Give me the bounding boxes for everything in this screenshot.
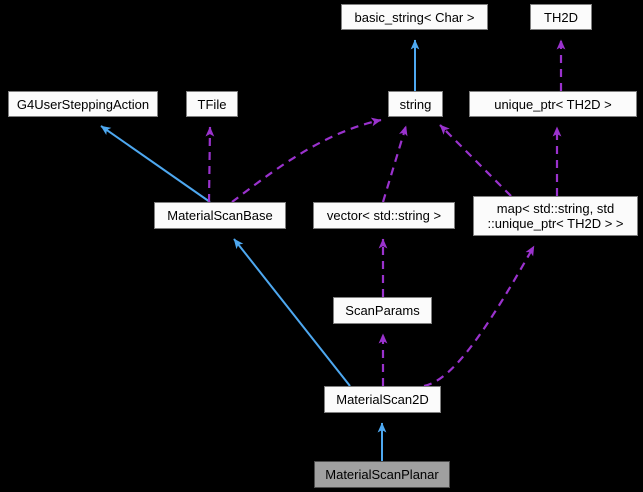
class-node-label: vector< std::string > bbox=[326, 208, 442, 223]
class-node-label: TH2D bbox=[544, 9, 578, 25]
class-node-g4usersteppingaction[interactable]: G4UserSteppingAction bbox=[8, 91, 158, 117]
class-node-vector-std-string[interactable]: vector< std::string > bbox=[313, 202, 455, 229]
class-node-materialscan2d[interactable]: MaterialScan2D bbox=[324, 386, 441, 413]
edge-materialscan2d-to-map bbox=[423, 245, 535, 388]
class-node-tfile[interactable]: TFile bbox=[186, 91, 238, 117]
class-node-label: map< std::string, std ::unique_ptr< TH2D… bbox=[487, 201, 624, 231]
edge-materialscanbase-to-tfile bbox=[205, 126, 215, 203]
class-node-label: unique_ptr< TH2D > bbox=[494, 96, 612, 112]
class-node-label: TFile bbox=[197, 96, 227, 112]
class-node-string[interactable]: string bbox=[388, 91, 443, 117]
class-node-label: ScanParams bbox=[345, 303, 420, 318]
class-node-materialscanplanar[interactable]: MaterialScanPlanar bbox=[314, 461, 450, 488]
class-node-label: MaterialScanPlanar bbox=[325, 467, 439, 482]
edge-vector-string-to-string bbox=[381, 125, 408, 203]
class-node-label: MaterialScanBase bbox=[167, 208, 273, 223]
class-node-unique-ptr-th2d[interactable]: unique_ptr< TH2D > bbox=[469, 91, 637, 117]
class-node-map-string-unique-ptr-th2d[interactable]: map< std::string, std ::unique_ptr< TH2D… bbox=[473, 196, 638, 236]
edge-map-to-string bbox=[439, 124, 512, 197]
class-node-materialscanbase[interactable]: MaterialScanBase bbox=[154, 202, 286, 229]
class-node-label: basic_string< Char > bbox=[354, 9, 475, 25]
class-node-basic-string[interactable]: basic_string< Char > bbox=[341, 4, 488, 30]
class-node-th2d[interactable]: TH2D bbox=[530, 4, 592, 30]
edge-materialscanbase-to-string bbox=[231, 117, 382, 203]
edge-materialscanbase-to-g4usersteppingaction bbox=[100, 125, 211, 203]
class-node-scanparams[interactable]: ScanParams bbox=[333, 297, 432, 324]
class-node-label: G4UserSteppingAction bbox=[16, 96, 150, 112]
class-node-label: string bbox=[399, 96, 432, 112]
class-node-label: MaterialScan2D bbox=[336, 392, 429, 407]
